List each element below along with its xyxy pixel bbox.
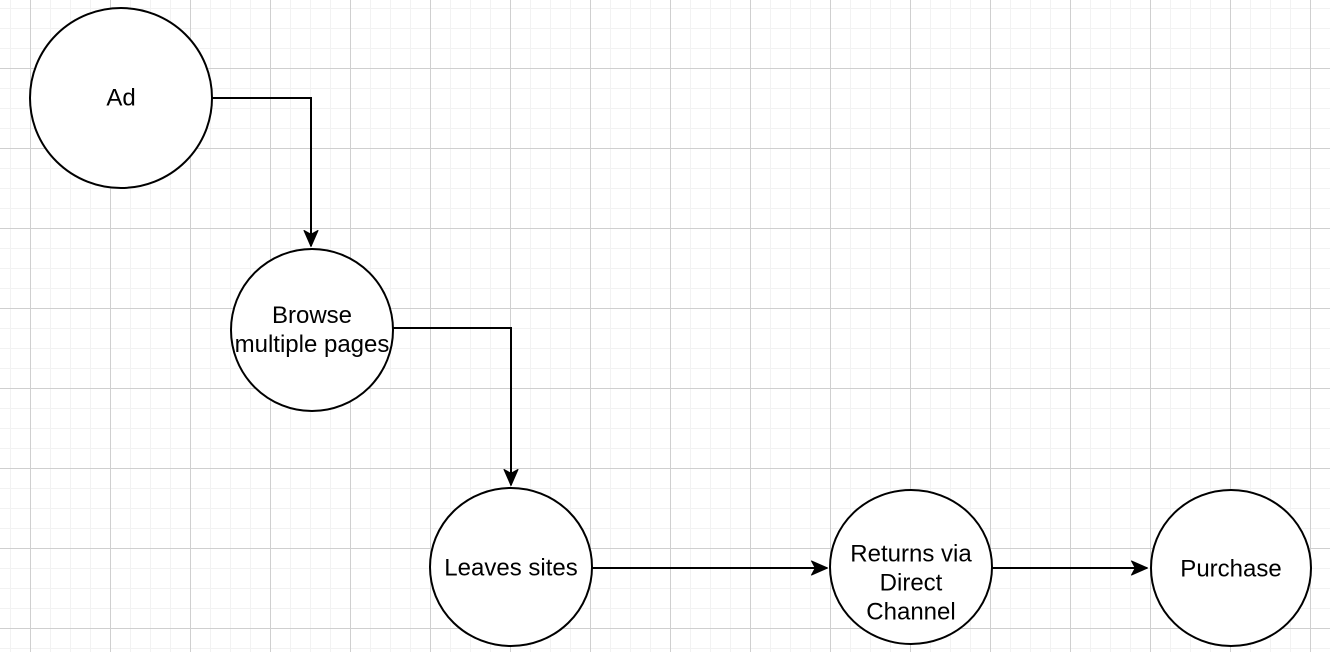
node-returns-via-direct-channel[interactable] <box>829 489 993 645</box>
edge-browse-to-leaves[interactable] <box>393 327 519 486</box>
edge-ad-to-browse[interactable] <box>212 97 319 247</box>
node-purchase[interactable] <box>1150 489 1312 647</box>
node-browse-multiple-pages[interactable] <box>230 248 394 412</box>
node-ad[interactable] <box>29 7 213 189</box>
node-leaves-sites[interactable] <box>429 487 593 647</box>
